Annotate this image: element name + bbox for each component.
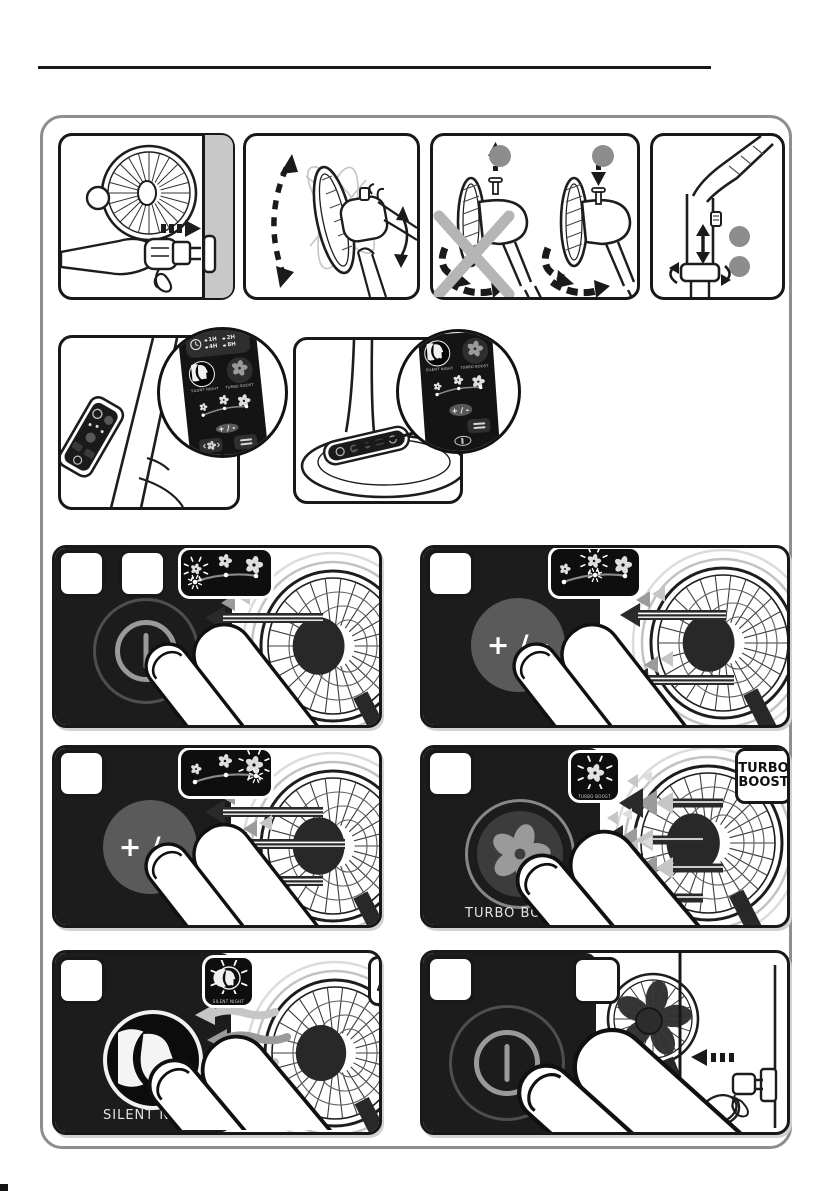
base-control-panel: SILENT NIGHT TURBO BOOST + / -	[417, 332, 500, 451]
page-corner-mark	[0, 1184, 8, 1191]
turbo-boost-badge: TURBO BOOST	[735, 748, 787, 804]
step-dot-2	[729, 256, 750, 277]
speed-indicator-inset	[181, 749, 271, 797]
silent-indicator-inset: SILENT NIGHT	[205, 958, 252, 1005]
step-number-box	[119, 550, 166, 597]
panel-adjust-tilt	[243, 133, 420, 300]
turbo-boost-button-small	[460, 336, 489, 365]
fan-icon	[484, 816, 556, 892]
oscillation-icon	[200, 435, 220, 455]
timer-button-small	[466, 417, 491, 434]
step-number-box	[573, 957, 620, 1004]
step-dot-1	[489, 145, 511, 167]
timer-option: 8H	[222, 341, 236, 348]
panel-height-adjust	[650, 133, 785, 300]
panel-plug-in	[58, 133, 235, 300]
step-dot-1	[729, 226, 750, 247]
turbo-indicator-inset: TURBO BOOST	[571, 753, 618, 800]
silent-night-button-small	[186, 359, 216, 388]
panel-tilt-lock-pin	[430, 133, 646, 303]
face-icon	[186, 361, 212, 387]
fan-icon	[228, 357, 250, 383]
step-dot-2	[592, 145, 614, 167]
timer-button-small	[233, 433, 258, 450]
power-icon	[115, 620, 177, 682]
turbo-boost-button-illustration	[465, 799, 575, 909]
step-number-box	[58, 750, 105, 797]
panel-speed-plus-minus-max: + / -	[52, 745, 382, 928]
control-panel-magnifier: SILENT NIGHT TURBO BOOST + / -	[396, 329, 521, 454]
silent-night-label: SILENT NIGHT	[103, 1108, 206, 1123]
silent-night-button-illustration	[103, 1010, 203, 1110]
plus-minus-button-small: + / -	[447, 402, 472, 417]
fan-icon	[574, 754, 616, 793]
speed-indicator-inset	[551, 548, 639, 597]
panel-controls-base	[293, 337, 468, 504]
panel-speed-plus-minus: + / -	[420, 545, 790, 728]
fan-icon	[464, 338, 486, 363]
step-number-box	[427, 550, 474, 597]
speed-scale-icon	[551, 548, 639, 597]
plus-minus-button-illustration: + / -	[471, 598, 565, 692]
turbo-boost-label: TURBO BOOST	[465, 906, 571, 921]
power-button-illustration	[93, 598, 199, 704]
timer-indicator: 1H 2H 4H 8H	[184, 330, 251, 359]
instructions-sheet-border	[40, 115, 792, 1149]
silent-night-button-small	[421, 339, 451, 367]
turbo-boost-button-small	[224, 355, 254, 384]
speed-scale-icon	[193, 389, 256, 423]
header-rule	[38, 66, 711, 69]
speed-scale-icon	[182, 749, 270, 797]
face-icon	[208, 959, 250, 998]
height-adjust-illustration	[653, 134, 782, 297]
control-panel-magnifier: 1H 2H 4H 8H SILENT NIGHT TURBO BOOST + /…	[157, 327, 288, 458]
plug-in-illustration	[59, 136, 232, 297]
plus-minus-label: + / -	[486, 629, 550, 661]
panel-turbo-boost: TURBO BOOST TURBO BOOST TURBO BOOST	[420, 745, 790, 928]
power-icon	[474, 1030, 540, 1096]
power-button-illustration	[449, 1005, 565, 1121]
timer-option: 2H	[222, 334, 235, 341]
step-number-box	[427, 750, 474, 797]
plus-minus-label: + / -	[118, 831, 182, 863]
oscillation-button-small	[198, 435, 223, 455]
pole-control-panel: 1H 2H 4H 8H SILENT NIGHT TURBO BOOST + /…	[176, 330, 269, 455]
speed-indicator-inset	[181, 550, 271, 596]
tilt-lock-illustration	[433, 136, 646, 303]
power-button-small	[220, 453, 238, 455]
panel-power-on	[52, 545, 382, 728]
power-button-small	[453, 434, 471, 446]
timer-option: 4H	[204, 343, 217, 350]
plus-minus-button-small: + / -	[214, 422, 239, 434]
plus-minus-button-illustration: + / -	[103, 800, 197, 894]
panel-power-off-unplug	[420, 950, 790, 1135]
clock-icon	[188, 335, 202, 355]
face-icon	[421, 340, 448, 365]
silent-night-label-tiny: SILENT NIGHT	[212, 998, 245, 1004]
step-number-box	[58, 957, 105, 1004]
step-number-box	[58, 550, 105, 597]
speed-scale-icon	[427, 370, 489, 402]
face-icon	[103, 1023, 188, 1097]
speed-scale-icon	[182, 549, 270, 597]
turbo-boost-label-tiny: TURBO BOOST	[578, 793, 611, 799]
hand-gesture-icon	[372, 958, 379, 1004]
step-number-box	[427, 956, 474, 1003]
panel-silent-night: SILENT NIGHT SILENT NIGHT	[52, 950, 382, 1135]
timer-option: 1H	[203, 336, 217, 343]
tilt-adjust-illustration	[246, 136, 418, 298]
quiet-gesture-box	[368, 956, 379, 1006]
